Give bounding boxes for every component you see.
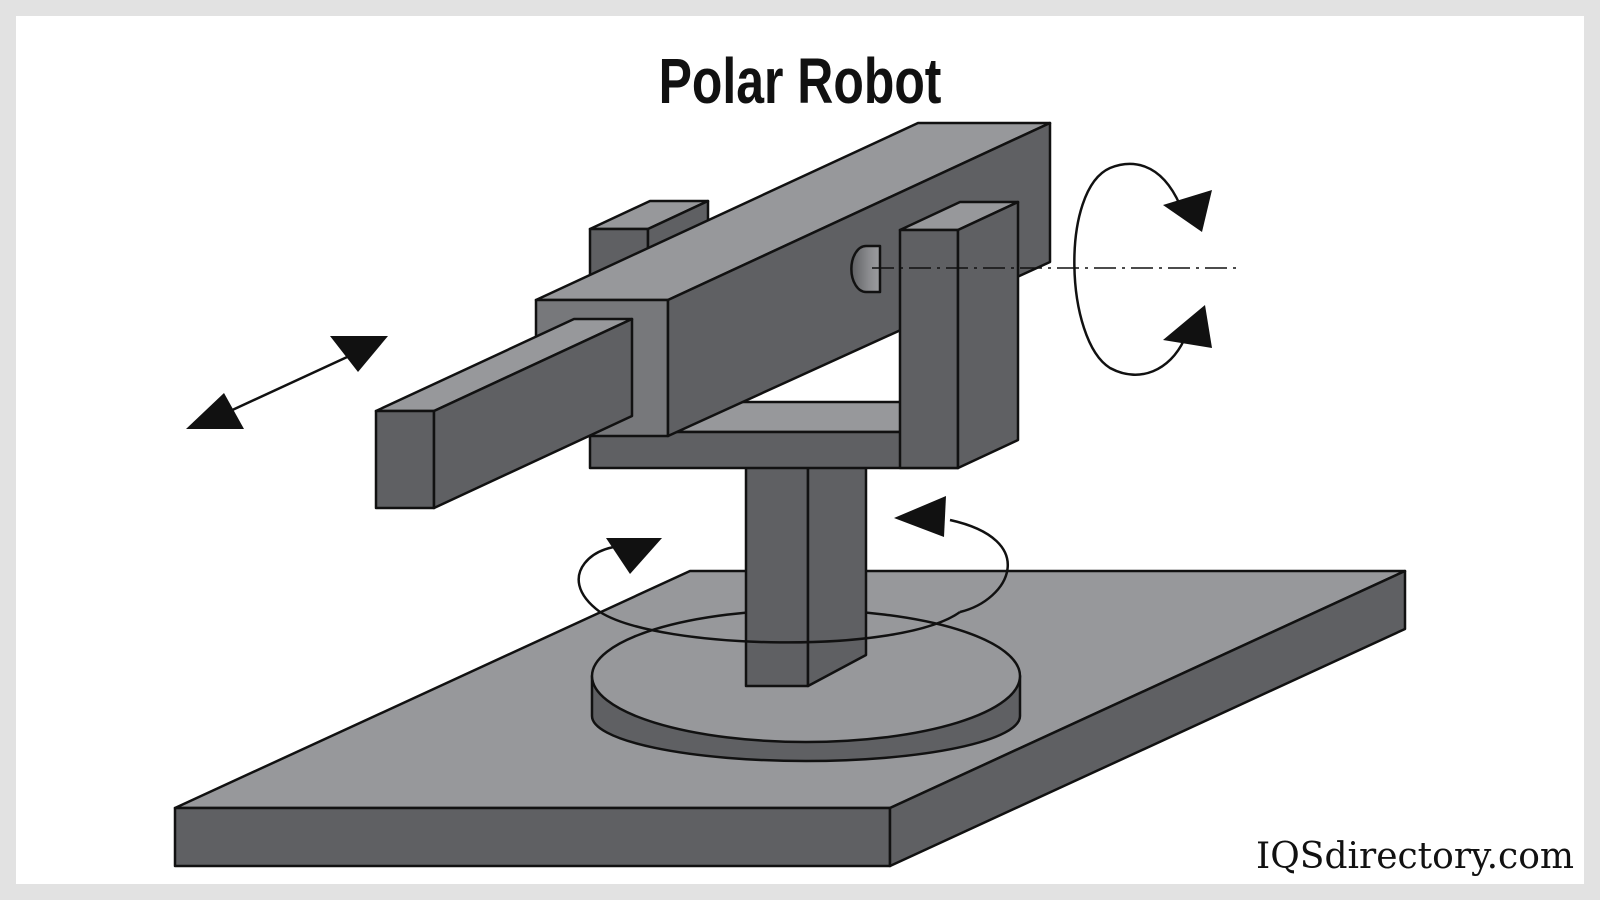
diagram-title: Polar Robot (658, 45, 942, 117)
extension-arm (374, 317, 634, 510)
vertical-post (744, 430, 868, 688)
yoke-right-post (898, 200, 1020, 470)
pivot-pin (850, 244, 882, 294)
linear-extension-arrow-icon (186, 336, 388, 429)
base-rotation-arrow-icon (606, 538, 662, 574)
elbow-rotation-arrow-head-top-icon (1163, 190, 1212, 232)
base-rotation-arrow-head-right-icon (894, 496, 946, 537)
watermark-text: IQSdirectory.com (1256, 836, 1574, 877)
base-rotation-path-front (599, 610, 961, 644)
elbow-rotation-arrow (1073, 162, 1212, 376)
elbow-rotation-arrow-head-bottom-icon (1163, 305, 1212, 348)
